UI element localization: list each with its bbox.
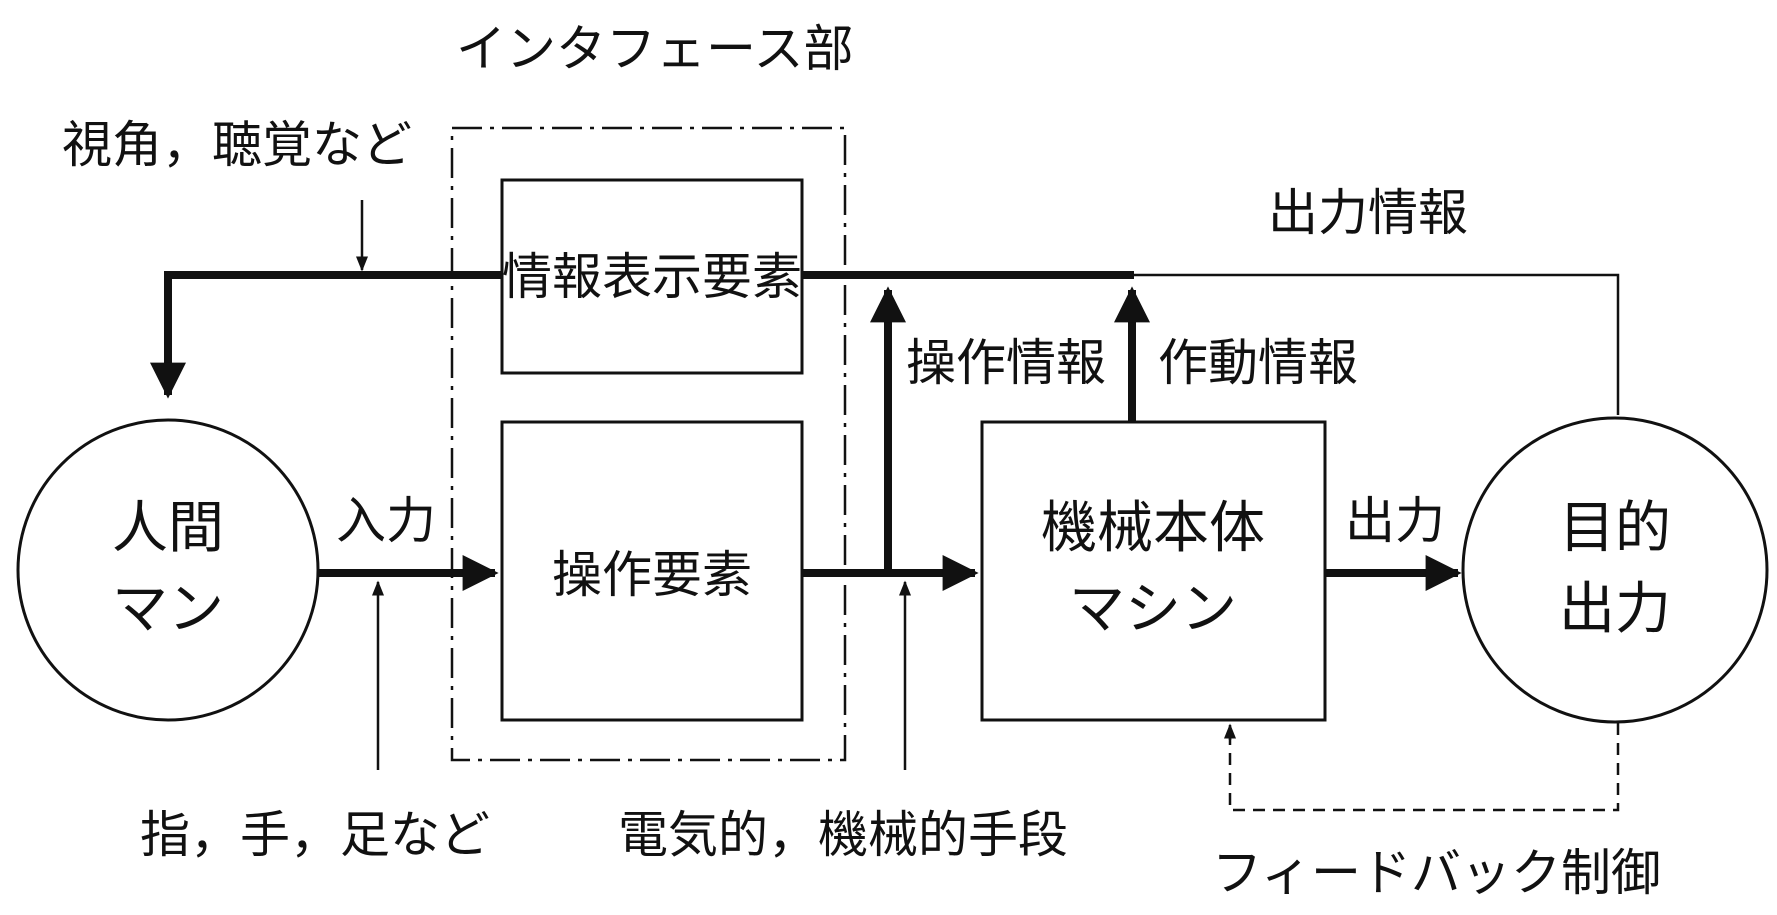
operation-info-label: 操作情報 — [906, 334, 1106, 392]
human-label-line1: 人間 — [112, 496, 224, 561]
feedback-loop — [1228, 723, 1620, 812]
display-element-box — [500, 178, 804, 375]
human-label-line2: マン — [112, 577, 224, 642]
output-label: 出力 — [1345, 492, 1445, 550]
purpose-label-line1: 目的 — [1559, 496, 1671, 561]
input-label: 入力 — [336, 492, 436, 550]
interface-label: インタフェース部 — [456, 20, 854, 78]
purpose-label-line2: 出力 — [1559, 577, 1671, 642]
interface-boundary — [450, 126, 847, 762]
output-info-line — [1130, 273, 1620, 415]
feedback-label: フィードバック制御 — [1212, 844, 1661, 902]
display-element-label: 情報表示要素 — [502, 248, 802, 306]
display-to-human-line — [150, 271, 502, 399]
purpose-circle — [1461, 416, 1769, 724]
means-label: 電気的，機械的手段 — [618, 806, 1068, 864]
machine-label-line2: マシン — [1069, 577, 1237, 642]
limbs-label: 指，手，足など — [140, 806, 490, 864]
senses-label: 視角，聴覚など — [62, 116, 412, 174]
human-circle — [16, 418, 320, 722]
control-element-label: 操作要素 — [552, 546, 752, 604]
actuation-info-label: 作動情報 — [1158, 334, 1358, 392]
output-info-label: 出力情報 — [1268, 184, 1468, 242]
machine-label-line1: 機械本体 — [1041, 496, 1265, 561]
control-element-box — [500, 420, 804, 722]
machine-box — [980, 420, 1327, 722]
